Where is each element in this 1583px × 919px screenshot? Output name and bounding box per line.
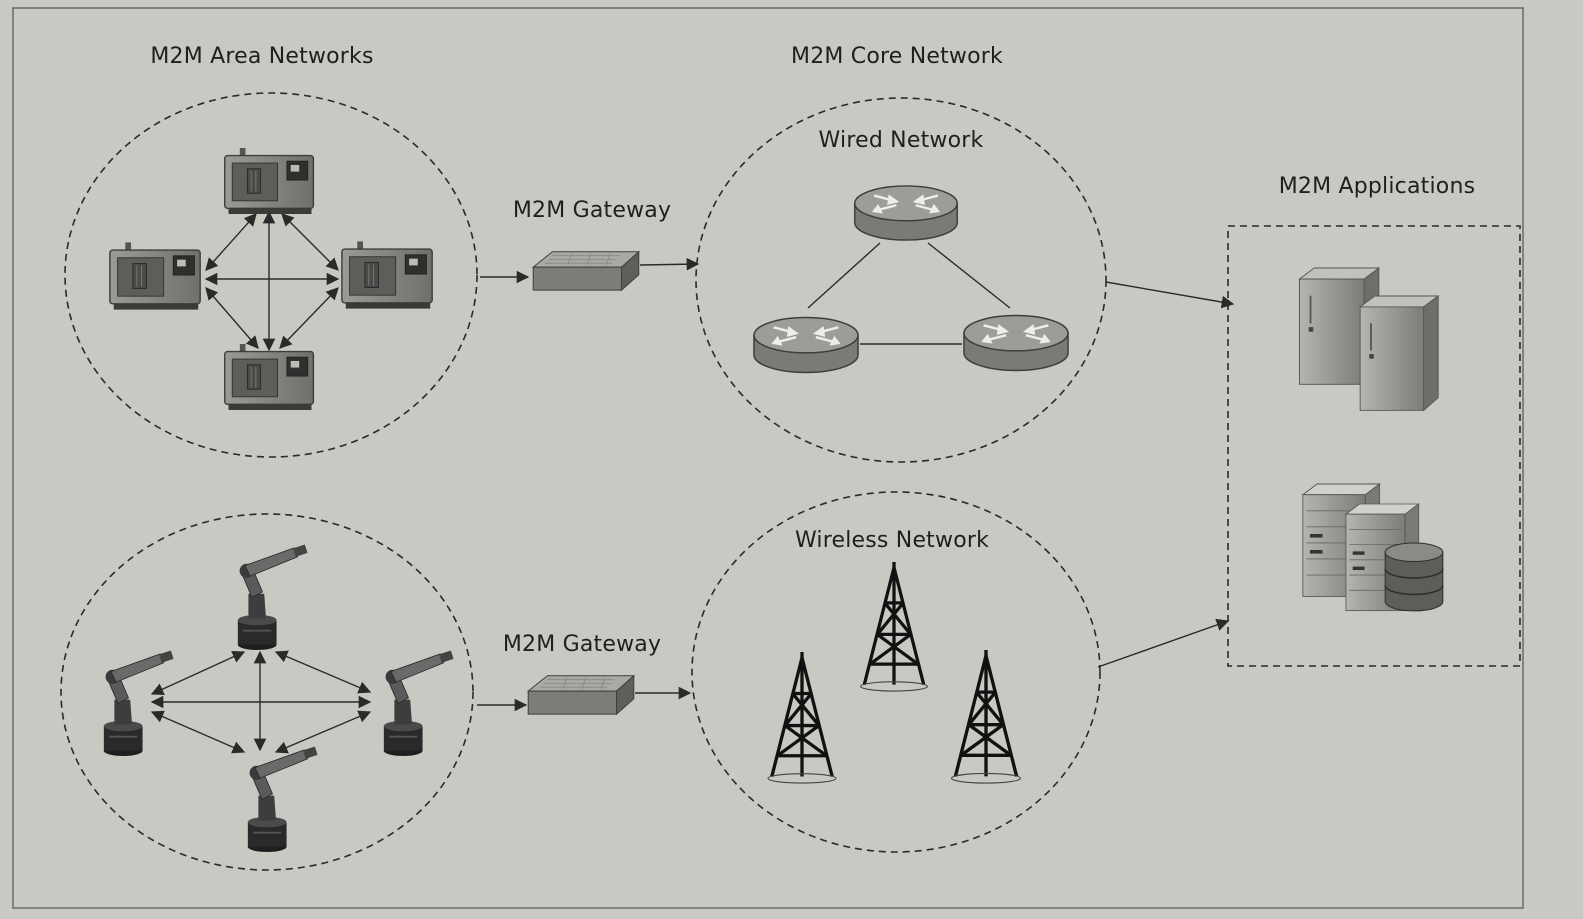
robot-arm-icon-left [102,649,175,758]
database-icon [1384,542,1444,612]
cnc-machine-icon-right [341,240,433,310]
link-top-right-robots [274,650,372,694]
wired-network-region [695,97,1107,463]
cell-tower-icon-left [766,650,838,785]
link-top-left-robots [150,650,246,696]
router-icon-top [853,184,959,242]
gateway-device-icon-bottom [527,675,635,715]
arrow-gateway-to-wired [639,257,700,271]
cell-tower-icon-right [949,648,1023,785]
link-right-bottom-machines [279,287,339,349]
server-icon-front [1359,295,1440,412]
applications-region [1227,225,1521,667]
link-left-bottom-robots [150,710,246,754]
cnc-machine-icon-bottom [224,343,315,411]
applications-title: M2M Applications [1278,174,1476,199]
robot-arm-icon-bottom [246,745,319,854]
link-top-right-machines [281,213,339,271]
core-network-title: M2M Core Network [791,44,1003,69]
arrow-wired-to-applications [1105,281,1235,309]
cnc-machine-icon-left [109,241,201,311]
area-network-bottom-region [60,513,474,871]
wired-network-label: Wired Network [818,128,984,153]
page-frame [12,7,1524,909]
link-router-top-left [807,242,881,309]
arrow-wireless-to-applications [1097,618,1230,668]
cnc-machine-icon-top [224,147,315,215]
robot-arm-icon-right [382,649,455,758]
wireless-network-region [691,491,1101,853]
robot-arm-icon-top [236,543,309,652]
area-network-top-region [64,92,478,458]
gateway-label-bottom: M2M Gateway [502,632,662,657]
router-icon-left [752,316,860,374]
gateway-device-icon-top [532,251,640,291]
gateway-label-top: M2M Gateway [512,198,672,223]
cell-tower-icon-top [858,560,930,693]
link-right-bottom-robots [274,710,372,754]
wireless-network-label: Wireless Network [794,528,990,553]
link-router-top-right [927,242,1011,309]
link-left-bottom-machines [205,287,259,349]
router-icon-right [962,314,1070,372]
link-top-left-machines [205,213,257,271]
area-networks-title: M2M Area Networks [150,44,374,69]
